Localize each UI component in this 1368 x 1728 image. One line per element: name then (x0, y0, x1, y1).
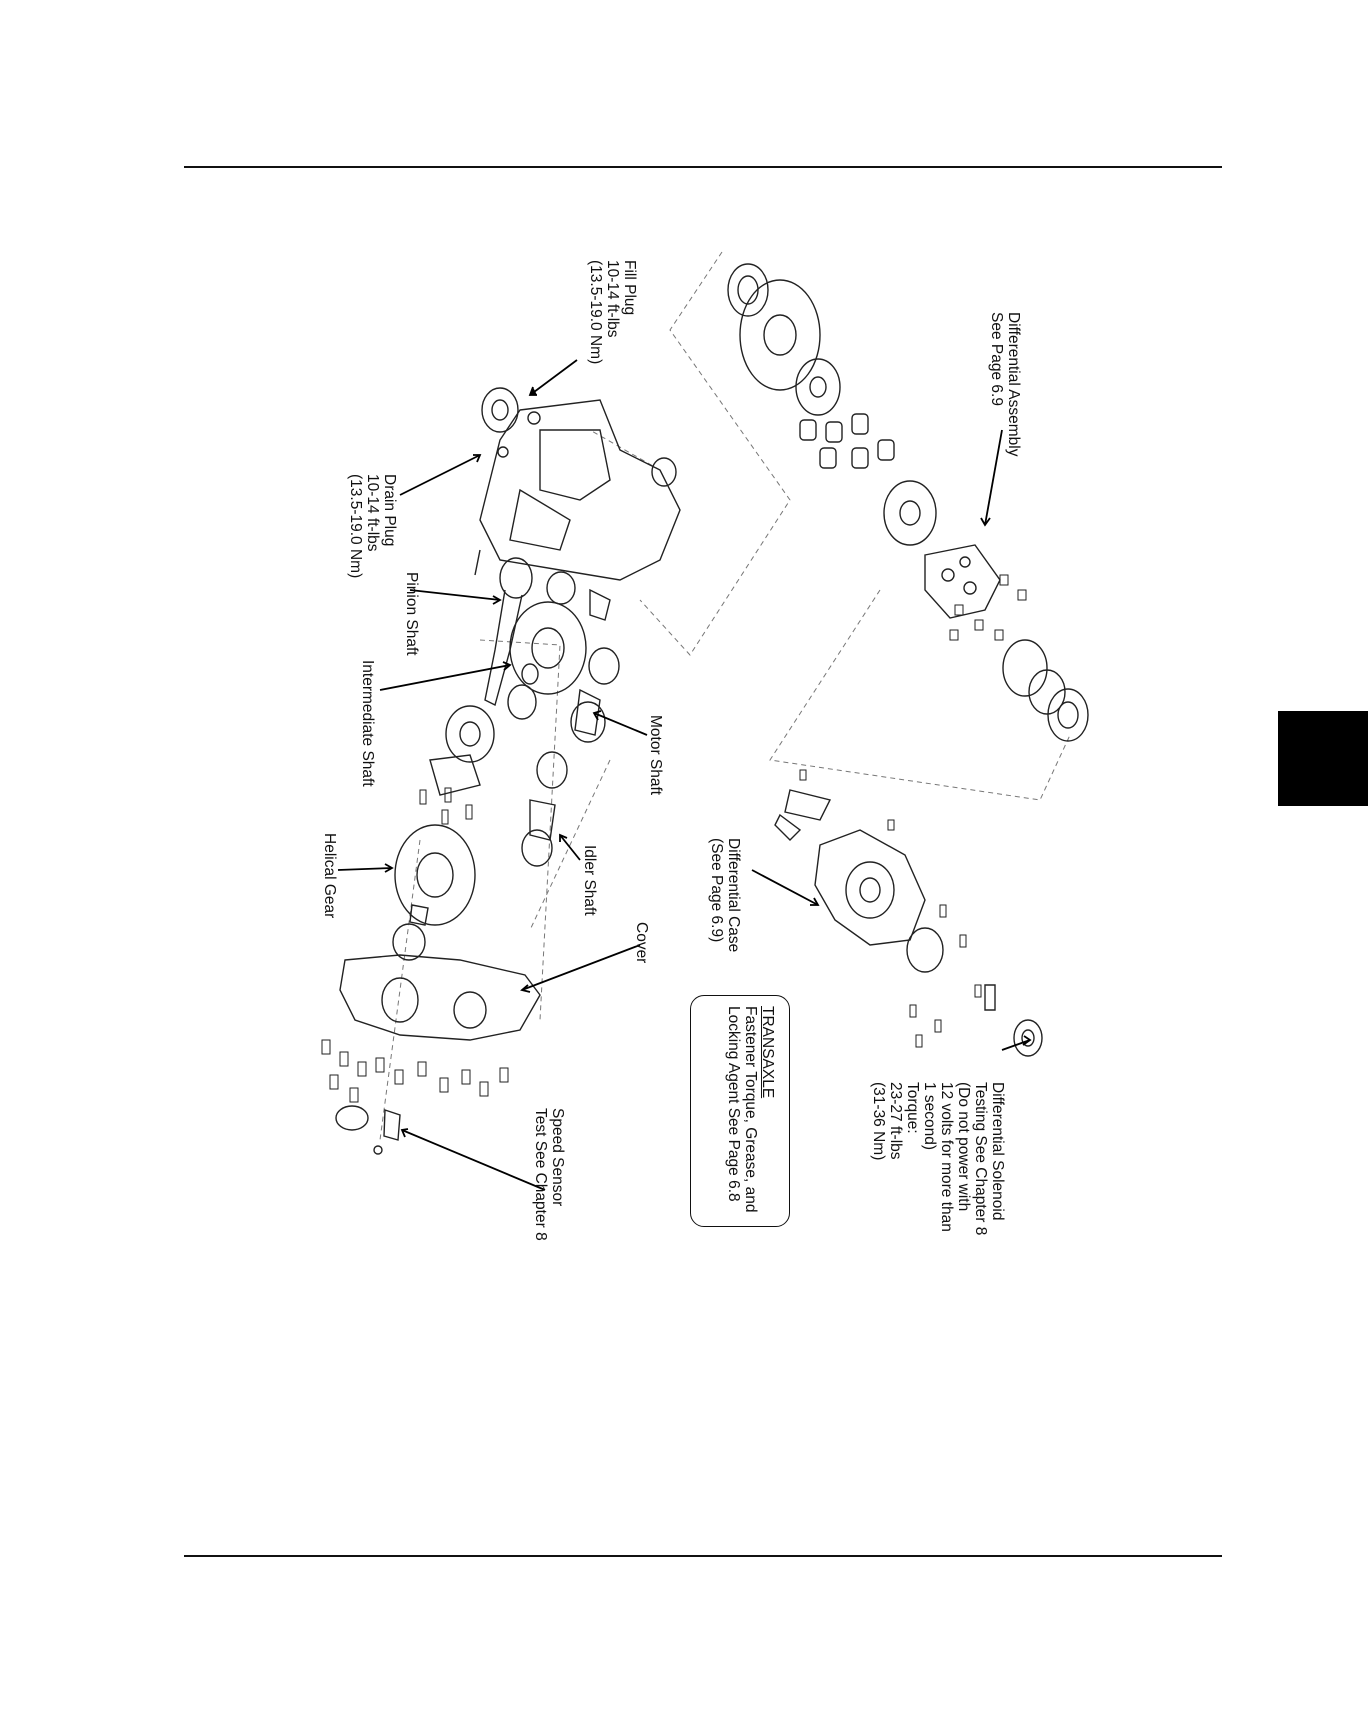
drain-plug-label: Drain Plug 10-14 ft-lbs (13.5-19.0 Nm) (347, 474, 398, 579)
differential-assembly-parts (727, 263, 1089, 742)
differential-solenoid-label: Differential Solenoid Testing See Chapte… (870, 1082, 1006, 1236)
differential-assembly-label: Differential Assembly See Page 6.9 (988, 312, 1022, 457)
cover-label: Cover (633, 922, 650, 964)
transaxle-note-line: Fastener Torque, Grease, and (742, 1006, 759, 1213)
footer-rule (184, 1555, 1222, 1557)
transaxle-note-box (690, 995, 790, 1227)
chapter-tab (1278, 711, 1368, 806)
fill-plug-label: Fill Plug 10-14 ft-lbs (13.5-19.0 Nm) (587, 260, 638, 365)
gear-train (392, 557, 620, 961)
transaxle-note-line: Locking Agent See Page 6.8 (725, 1006, 742, 1202)
speed-sensor-label: Speed Sensor Test See Chapter 8 (532, 1108, 566, 1241)
motor-shaft-label: Motor Shaft (647, 715, 664, 796)
header-rule (184, 166, 1222, 168)
intermediate-shaft-label: Intermediate Shaft (359, 660, 376, 787)
idler-shaft-label: Idler Shaft (581, 845, 598, 916)
differential-case-label: Differential Case (See Page 6.9) (708, 838, 742, 953)
differential-case-part (774, 769, 1043, 1057)
leader-lines (337, 359, 1032, 1191)
transaxle-note-title: TRANSAXLE (759, 1006, 776, 1099)
transaxle-note: TRANSAXLE Fastener Torque, Grease, and L… (725, 1006, 776, 1213)
pinion-shaft-label: Pinion Shaft (403, 572, 420, 656)
cover-part (321, 954, 541, 1155)
main-case (474, 387, 681, 581)
helical-gear-label: Helical Gear (321, 833, 338, 919)
